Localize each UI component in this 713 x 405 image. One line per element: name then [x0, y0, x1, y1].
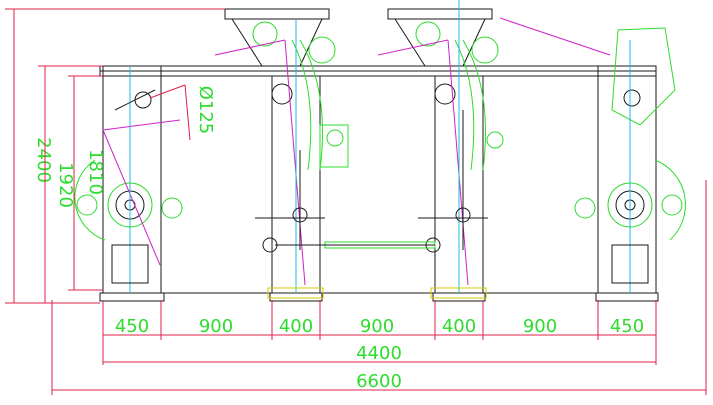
- dim-overall-outer: 6600: [356, 371, 402, 392]
- right-station: [499, 17, 686, 293]
- right-column: [597, 65, 657, 294]
- middle-station-2: [377, 0, 504, 299]
- dim-segment-3: 400: [279, 316, 313, 337]
- dim-segment-6: 900: [523, 316, 557, 337]
- left-upper-roller: [134, 91, 152, 109]
- connecting-shaft: [275, 241, 436, 249]
- dim-inner-height: 1810: [85, 149, 106, 195]
- top-bracket-2: [387, 8, 493, 20]
- dim-overall-inner: 4400: [356, 343, 402, 364]
- dim-segment-4: 900: [360, 316, 394, 337]
- roller-diameter-callout: Ø125: [149, 84, 216, 141]
- dim-segment-5: 400: [442, 316, 476, 337]
- dim-frame-height: 1920: [55, 162, 76, 208]
- dim-segment-2: 900: [199, 316, 233, 337]
- left-station: [74, 66, 183, 293]
- middle-station-1: [214, 20, 349, 299]
- roller-diameter-label: Ø125: [195, 86, 216, 135]
- dim-segment-1: 450: [115, 316, 149, 337]
- dim-segment-7: 450: [610, 316, 644, 337]
- dim-overall-height: 2400: [33, 137, 54, 183]
- machine-frame: [99, 8, 659, 302]
- vertical-dimensions: 2400 1920 1810: [5, 8, 225, 304]
- top-bracket-1: [224, 8, 330, 20]
- right-upper-mechanism: [611, 27, 676, 126]
- horizontal-dimensions: 450 900 400 900 400 900 450 4400 6600: [51, 180, 707, 395]
